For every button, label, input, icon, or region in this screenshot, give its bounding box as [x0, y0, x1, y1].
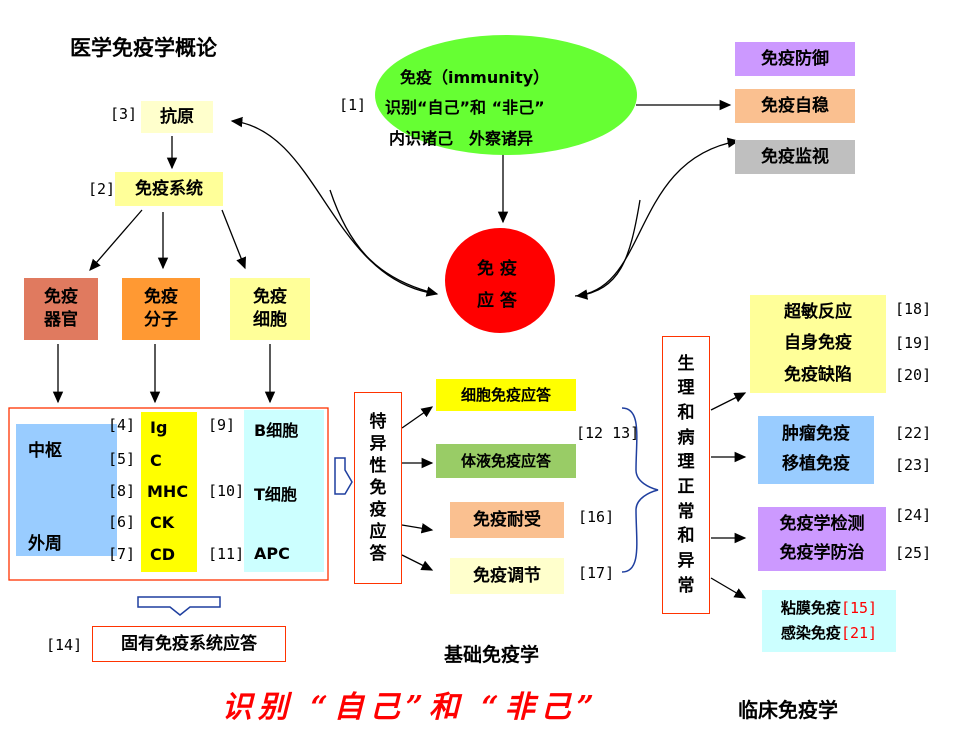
function-homeostasis: 免疫自稳: [735, 89, 855, 123]
ref-label: [19]: [895, 334, 932, 352]
function-surveillance: 免疫监视: [735, 140, 855, 174]
ref-label: [17]: [578, 564, 615, 582]
ref-label: [6]: [108, 513, 136, 531]
organs-panel: [16, 424, 117, 556]
response-line1: 免 疫: [477, 259, 517, 279]
ref-label: [1]: [339, 96, 367, 114]
immune-system-box: 免疫系统: [115, 172, 223, 206]
cells-panel: [244, 410, 324, 572]
ref-label: [18]: [895, 300, 932, 318]
immune-molecule-box: 免疫分子: [122, 278, 200, 340]
ref-label: [3]: [110, 105, 138, 123]
ref-label: [24]: [895, 506, 932, 524]
immune-organ-box: 免疫器官: [24, 278, 98, 340]
ref-label: [4]: [108, 416, 136, 434]
ref-label: [12 13]: [576, 424, 640, 442]
ref-label: [2]: [88, 180, 116, 198]
organ-peripheral: 外周: [28, 534, 62, 554]
page-title: 医学免疫学概论: [70, 35, 217, 60]
immune-cell-box: 免疫细胞: [230, 278, 310, 340]
ref-label: [20]: [895, 366, 932, 384]
ref-label: [7]: [108, 545, 136, 563]
specific-response-box: 特异性免疫应答: [354, 392, 402, 584]
ref-label: [14]: [46, 636, 83, 654]
ref-label: [22]: [895, 424, 932, 442]
immune-response-circle: [445, 228, 555, 333]
function-defense: 免疫防御: [735, 42, 855, 76]
ref-label: [5]: [108, 450, 136, 468]
molecule-cd: CD: [150, 545, 176, 564]
clinical-group-tumor: 肿瘤免疫 移植免疫: [758, 416, 874, 484]
clinical-group-mucosal: 粘膜免疫[15] 感染免疫[21]: [762, 590, 896, 652]
ref-label: [16]: [578, 508, 615, 526]
cell-b: B细胞: [254, 421, 299, 440]
molecule-c: C: [150, 451, 162, 470]
clinical-immunology-label: 临床免疫学: [738, 698, 838, 722]
immunity-line1: 免疫（immunity）: [400, 68, 550, 87]
molecules-panel: [141, 412, 197, 572]
ref-label: [25]: [895, 544, 932, 562]
innate-response-box: 固有免疫系统应答: [92, 626, 286, 662]
humoral-response-box: 体液免疫应答: [436, 444, 576, 478]
bottom-slogan: 识别 “自己”和 “非己”: [222, 690, 600, 725]
clinical-group-detection: 免疫学检测 免疫学防治: [758, 507, 886, 571]
physiology-box: 生理和病理正常和异常: [662, 336, 710, 614]
ref-label: [10]: [208, 482, 245, 500]
ref-label: [23]: [895, 456, 932, 474]
cell-apc: APC: [254, 544, 290, 563]
molecule-ck: CK: [150, 513, 175, 532]
organ-central: 中枢: [28, 441, 62, 461]
response-line2: 应 答: [477, 291, 517, 311]
regulation-box: 免疫调节: [450, 558, 564, 594]
cell-t: T细胞: [254, 485, 297, 504]
cellular-response-box: 细胞免疫应答: [436, 379, 576, 411]
immunity-line3: 内识诸己 外察诸异: [389, 129, 534, 148]
tolerance-box: 免疫耐受: [450, 502, 564, 538]
clinical-group-hypersensitivity: 超敏反应 自身免疫 免疫缺陷: [750, 295, 886, 393]
ref-label: [8]: [108, 482, 136, 500]
ref-label: [9]: [208, 416, 236, 434]
antigen-box: 抗原: [141, 101, 213, 133]
immunity-ellipse: [375, 35, 637, 155]
immunity-line2: 识别“自己”和 “非己”: [385, 98, 545, 117]
molecule-mhc: MHC: [147, 482, 189, 501]
basic-immunology-label: 基础免疫学: [444, 644, 540, 666]
ref-label: [11]: [208, 545, 245, 563]
molecule-ig: Ig: [150, 418, 168, 437]
